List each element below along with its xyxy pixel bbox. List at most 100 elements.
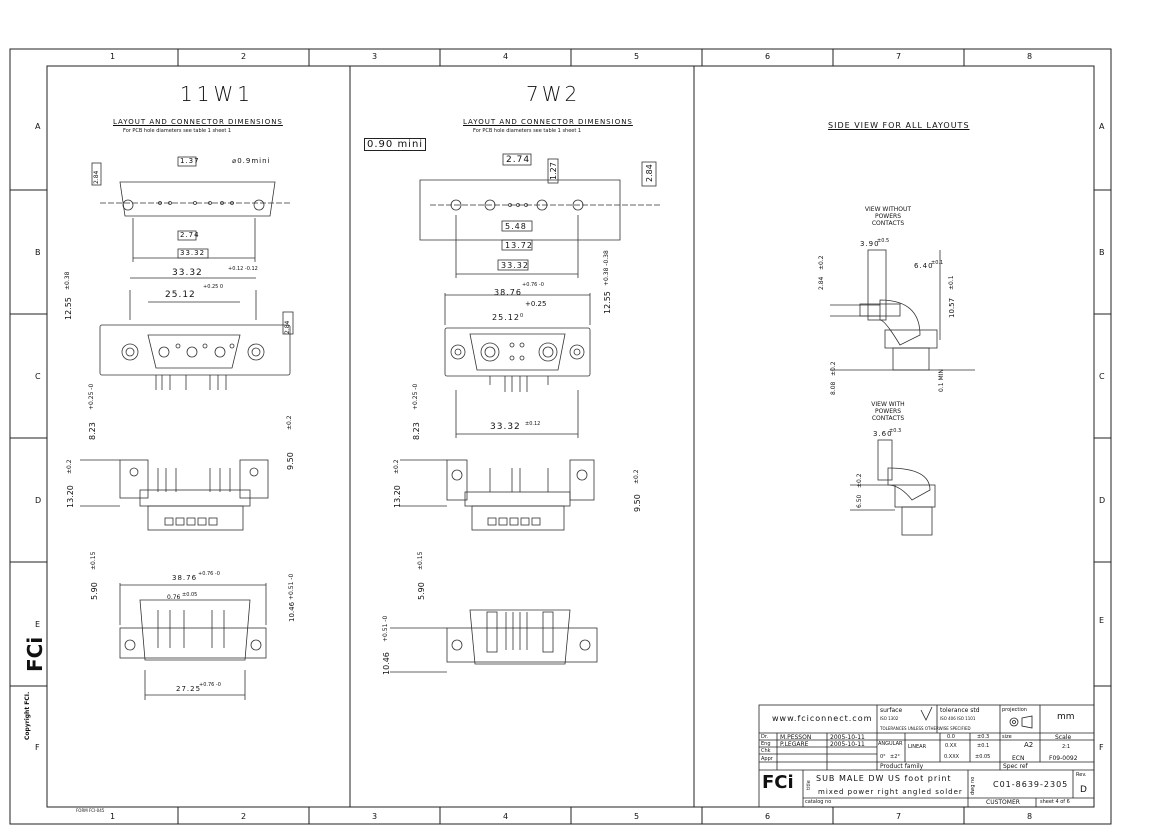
dim-11w1-d7: 25.12 <box>165 290 196 300</box>
layout-7w2-note: For PCB hole diameters see table 1 sheet… <box>473 128 582 134</box>
tolerance-label: tolerance std <box>940 707 980 714</box>
dim-7w2-d11-tol: +0.25 -0 <box>412 383 419 410</box>
dim-7w2-d4: 2.84 <box>645 164 654 182</box>
ecn-label: ECN <box>1012 755 1025 762</box>
col-label-4-bottom: 4 <box>503 812 510 821</box>
approved-label: Appr <box>761 756 773 762</box>
dim-7w2-d15-tol: ±0.15 <box>417 551 424 570</box>
dim-11w1-d5: 33.32 <box>180 249 206 257</box>
col-label-3: 3 <box>372 52 379 61</box>
dim-7w2-d6: 13.72 <box>505 241 533 250</box>
dim-7w2-d9: 25.12 <box>492 313 520 322</box>
units-label: mm <box>1057 712 1075 722</box>
scale-label: Scale <box>1055 734 1072 741</box>
dim-11w1-d7-tol: +0.25 0 <box>203 284 224 290</box>
col-label-1-bottom: 1 <box>110 812 117 821</box>
revision-label: Rev. <box>1076 772 1087 778</box>
scale-value: 2:1 <box>1062 744 1071 750</box>
dim-7w2-d8: 38.76 <box>494 288 522 297</box>
engineer-label: Eng <box>761 741 771 747</box>
dim-7w2-d3: 1.27 <box>549 162 558 180</box>
surface-std: ISO 1302 <box>880 716 899 721</box>
dim-11w1-d8: 12.55 <box>64 297 73 320</box>
dim-side-d6: 0.1 MIN <box>938 369 945 392</box>
layout-7w2-drawings <box>390 153 660 673</box>
dim-7w2-d14: 9.50 <box>633 494 642 512</box>
dim-11w1-d10: 8.23 <box>88 422 97 440</box>
dwg-no-label: dwg no <box>970 776 976 795</box>
fci-logo-side: FCi <box>23 636 47 672</box>
col-label-3-bottom: 3 <box>372 812 379 821</box>
dim-7w2-d9-tol: 0 <box>520 313 524 319</box>
row-label-a: A <box>35 122 42 131</box>
dim-7w2-d7: 33.32 <box>501 261 529 270</box>
dim-11w1-d4: 2.74 <box>180 231 200 239</box>
tol-row-1-a: 0.0 <box>947 734 955 740</box>
engineer-name: P.LEGARE <box>780 741 809 748</box>
linear-label: LINEAR <box>908 744 927 750</box>
spec-ref-label: Spec ref <box>1003 763 1028 770</box>
dim-11w1-d16-tol: +0.51 -0 <box>288 573 295 600</box>
col-label-4: 4 <box>503 52 510 61</box>
col-label-8: 8 <box>1027 52 1034 61</box>
fci-logo-titleblock: FCi <box>762 772 794 793</box>
dim-7w2-d12: 33.32 <box>490 422 521 432</box>
layout-11w1-title: 11W1 <box>180 82 254 106</box>
projection-label: projection <box>1002 707 1027 713</box>
dim-7w2-d13-tol: ±0.2 <box>393 459 400 474</box>
drawn-label: Dr. <box>761 734 769 740</box>
drawing-number: C01-8639-2305 <box>993 780 1069 789</box>
drawn-name: M.PESSON <box>780 734 812 741</box>
layout-7w2-title: 7W2 <box>526 82 581 106</box>
dim-7w2-d15: 5.90 <box>417 582 426 600</box>
layout-7w2-subtitle: LAYOUT AND CONNECTOR DIMENSIONS <box>463 118 633 126</box>
dim-side-d1-tol: ±0.5 <box>877 238 890 244</box>
title-block-frame <box>758 704 1095 808</box>
view-with-powers-label: VIEW WITH POWERS CONTACTS <box>871 401 905 422</box>
layout-11w1-note: For PCB hole diameters see table 1 sheet… <box>123 128 232 134</box>
size-label: size <box>1002 734 1012 740</box>
dim-7w2-d12-tol: ±0.12 <box>525 421 541 427</box>
col-label-2: 2 <box>241 52 248 61</box>
engineer-date: 2005-10-11 <box>830 741 865 748</box>
dim-7w2-d8b-tol: +0.25 <box>525 300 547 308</box>
dim-side-d7: 3.60 <box>873 430 893 438</box>
dim-side-d3: 2.84 <box>818 276 825 290</box>
col-label-5: 5 <box>634 52 641 61</box>
dim-11w1-d6-tol: +0.12 -0.12 <box>228 266 258 272</box>
copyright-text: Copyright FCI. <box>24 691 31 740</box>
website-text: www.fciconnect.com <box>772 714 873 723</box>
dim-side-d5: 8.08 <box>830 381 837 395</box>
layout-11w1-subtitle: LAYOUT AND CONNECTOR DIMENSIONS <box>113 118 283 126</box>
drawing-title-line1: SUB MALE DW US foot print <box>816 774 952 783</box>
col-label-1: 1 <box>110 52 117 61</box>
tol-row-2-a: 0.XX <box>945 743 957 749</box>
view-without-powers-label: VIEW WITHOUT POWERS CONTACTS <box>864 206 912 227</box>
dim-7w2-d5: 5.48 <box>505 222 527 231</box>
customer-label: CUSTOMER <box>986 799 1020 806</box>
dim-11w1-d6: 33.32 <box>172 268 203 278</box>
dim-11w1-d11-tol: ±0.2 <box>286 415 293 430</box>
dim-side-d5-tol: ±0.2 <box>830 361 837 376</box>
dim-7w2-d11: 8.23 <box>412 422 421 440</box>
dim-11w1-d14: 38.76 <box>172 574 198 582</box>
col-label-7-bottom: 7 <box>896 812 903 821</box>
dim-7w2-d8-tol: +0.76 -0 <box>522 282 544 288</box>
col-label-8-bottom: 8 <box>1027 812 1034 821</box>
side-view-title: SIDE VIEW FOR ALL LAYOUTS <box>828 121 970 130</box>
dim-11w1-d13: 5.90 <box>90 582 99 600</box>
dim-side-d7-tol: ±0.3 <box>889 428 902 434</box>
size-value: A2 <box>1024 741 1034 749</box>
ang-tol-a: 0° <box>880 754 886 760</box>
sheet-number: sheet 4 of 6 <box>1040 799 1070 805</box>
dim-11w1-d13-tol: ±0.15 <box>90 551 97 570</box>
row-label-b: B <box>35 248 42 257</box>
tolerances-note: TOLERANCES UNLESS OTHERWISE SPECIFIED <box>880 726 971 731</box>
row-label-c-right: C <box>1099 372 1106 381</box>
dim-11w1-d9: 2.84 <box>284 320 291 334</box>
row-label-e-right: E <box>1099 616 1106 625</box>
tol-row-3-a: 0.XXX <box>944 754 960 760</box>
layout-11w1-drawings <box>80 156 294 700</box>
